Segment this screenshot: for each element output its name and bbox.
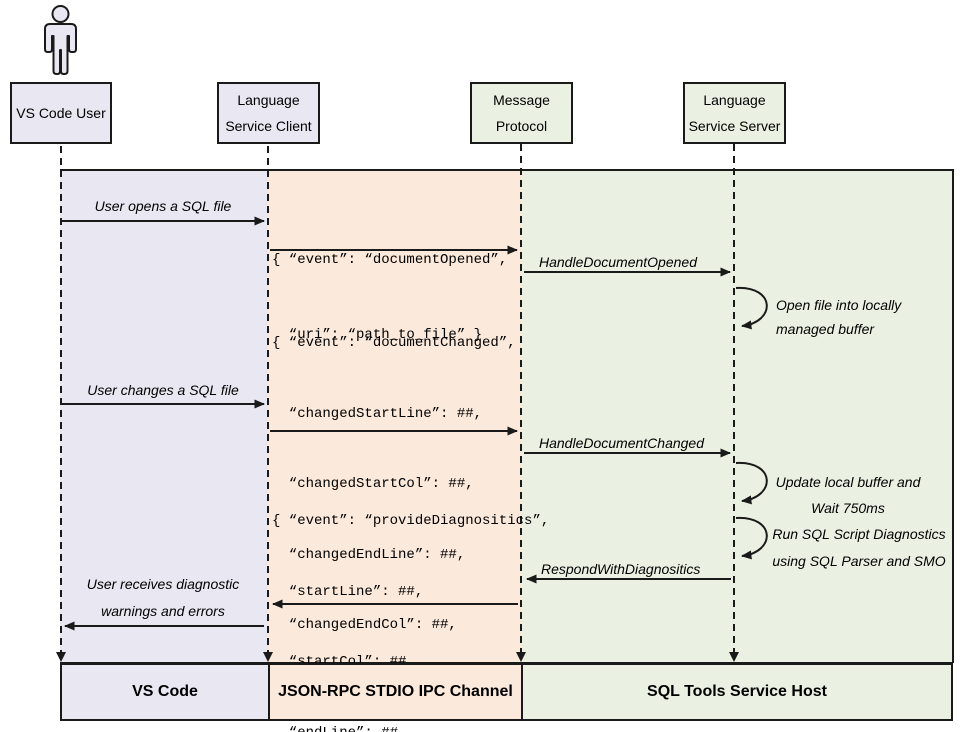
- footer-ipc-channel: JSON-RPC STDIO IPC Channel: [268, 663, 523, 721]
- message-label-handle-changed: HandleDocumentChanged: [539, 435, 704, 451]
- payload-line: “changedStartCol”: ##,: [272, 476, 474, 492]
- note-run-diagnostics-2: using SQL Parser and SMO: [772, 553, 946, 569]
- payload-line: “endLine”: ##,: [272, 722, 549, 732]
- payload-line: { “event”: “documentChanged”,: [272, 335, 516, 351]
- payload-line: “changedEndCol”: ##,: [272, 617, 457, 633]
- lane-ipc-channel: [268, 170, 521, 664]
- self-loop-run-diagnostics: [735, 516, 768, 560]
- message-label-user-receives-2: warnings and errors: [101, 603, 225, 619]
- footer-service-host: SQL Tools Service Host: [521, 663, 953, 721]
- payload-line: { “event”: “documentOpened”,: [272, 252, 508, 268]
- message-label-respond-diagnostics: RespondWithDiagnositics: [541, 561, 701, 577]
- lane-service-host: [521, 170, 953, 664]
- actor-box-service-server: Language Service Server: [683, 82, 786, 144]
- actor-label: VS Code User: [16, 105, 106, 121]
- lifeline-end-arrowheads: [56, 652, 739, 662]
- actor-label: Language: [703, 92, 766, 108]
- message-label-user-changes: User changes a SQL file: [87, 382, 239, 398]
- actor-box-message-protocol: Message Protocol: [470, 82, 573, 144]
- actor-label: Service Server: [688, 118, 781, 134]
- actor-label: Language: [237, 92, 300, 108]
- lane-vscode: [60, 170, 268, 664]
- message-label-user-receives-1: User receives diagnostic: [86, 576, 240, 592]
- self-loop-update-buffer: [735, 461, 768, 505]
- payload-line: { “event”: “provideDiagnositics”,: [272, 513, 550, 529]
- note-run-diagnostics-1: Run SQL Script Diagnostics: [772, 526, 946, 542]
- actor-label: Message: [493, 92, 550, 108]
- payload-line: “uri”: “path_to_file” }: [272, 327, 483, 343]
- payload-line: “startLine”: ##,: [272, 583, 424, 600]
- note-update-buffer-2: Wait 750ms: [811, 500, 885, 516]
- actor-label: Service Client: [225, 118, 312, 134]
- footer-vscode: VS Code: [60, 663, 270, 721]
- note-open-file-2: managed buffer: [776, 321, 875, 337]
- message-label-user-opens: User opens a SQL file: [94, 198, 232, 214]
- actor-label: Protocol: [495, 118, 548, 134]
- note-open-file-1: Open file into locally: [776, 297, 902, 313]
- payload-line: “changedStartLine”: ##,: [272, 405, 483, 422]
- payload-document-opened: { “event”: “documentOpened”, “uri”: “pat…: [272, 198, 507, 398]
- self-loop-open-file: [735, 286, 768, 330]
- person-icon: [44, 5, 77, 75]
- actor-box-vscode-user: VS Code User: [10, 82, 112, 144]
- note-update-buffer-1: Update local buffer and: [775, 474, 921, 490]
- payload-line: “changedEndLine”: ##,: [272, 546, 466, 563]
- message-label-handle-opened: HandleDocumentOpened: [539, 254, 697, 270]
- actor-box-service-client: Language Service Client: [217, 82, 320, 144]
